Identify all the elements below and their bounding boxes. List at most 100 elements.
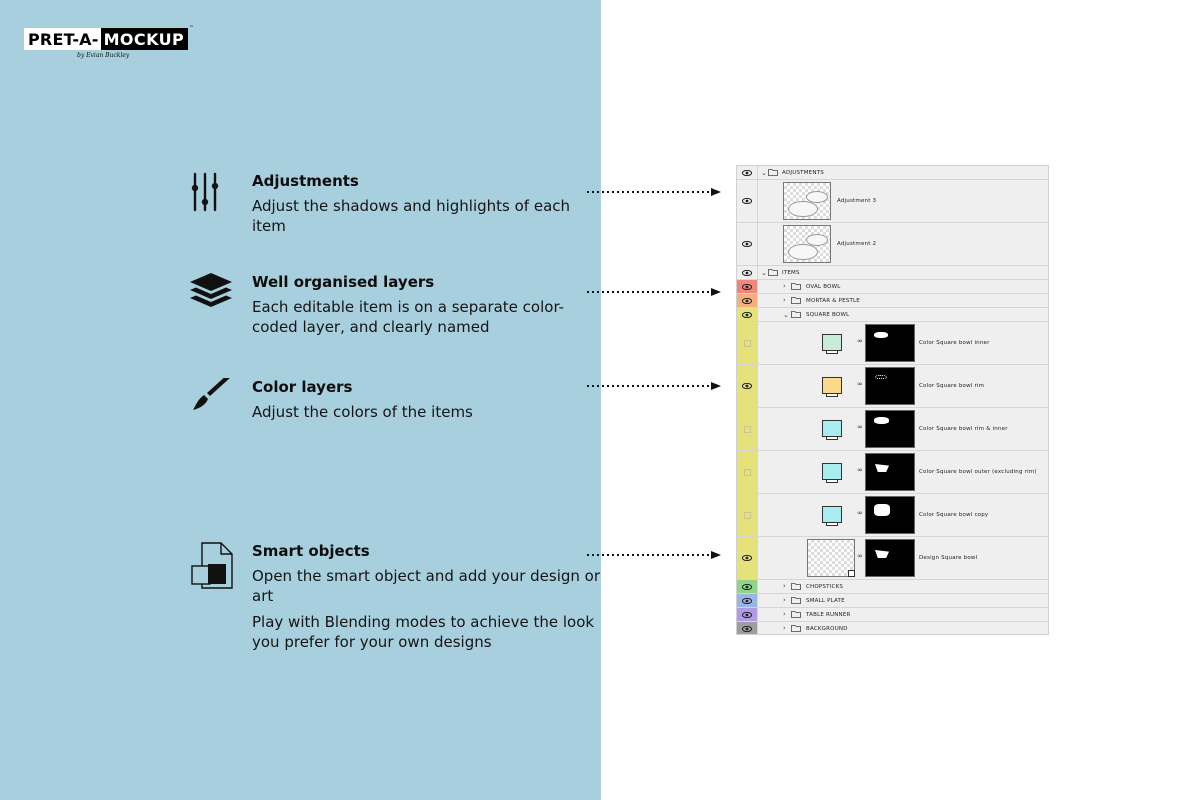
paintbrush-icon <box>190 374 234 422</box>
fill-swatch <box>822 377 842 397</box>
dotted-arrow-icon <box>587 382 721 390</box>
chevron-right-icon[interactable]: › <box>783 624 786 632</box>
smart-object-thumbnail <box>807 539 855 577</box>
folder-icon <box>791 597 801 604</box>
folder-icon <box>791 583 801 590</box>
eye-icon <box>742 283 752 290</box>
chevron-down-icon[interactable]: ⌄ <box>761 169 767 177</box>
eye-icon <box>742 297 752 304</box>
visibility-toggle[interactable] <box>737 180 758 222</box>
layer-thumbnail <box>783 225 831 263</box>
layer-name: Color Square bowl outer (excluding rim) <box>919 469 1037 475</box>
feature-description: Each editable item is on a separate colo… <box>252 298 565 336</box>
link-icon: ∞ <box>857 466 863 474</box>
mask-shape <box>875 464 889 472</box>
mask-shape <box>874 417 889 424</box>
layer-mask-thumbnail <box>865 453 915 491</box>
layer-group-items[interactable]: ⌄ ITEMS <box>737 266 1048 280</box>
eye-icon <box>742 611 752 618</box>
visibility-toggle[interactable] <box>737 494 758 536</box>
visibility-toggle[interactable] <box>737 294 758 307</box>
layers-panel: ⌄ ADJUSTMENTS Adjustment 3 Adjustment 2 … <box>736 165 1049 635</box>
visibility-toggle[interactable] <box>737 266 758 279</box>
layer-color-square-bowl-inner[interactable]: ∞ Color Square bowl inner <box>737 322 1048 365</box>
layer-group-table-runner[interactable]: › TABLE RUNNER <box>737 608 1048 622</box>
layer-group-mortar-pestle[interactable]: › MORTAR & PESTLE <box>737 294 1048 308</box>
visibility-toggle[interactable] <box>737 322 758 364</box>
layer-name: Color Square bowl rim & inner <box>919 426 1008 432</box>
brand-logo: PRET-A- MOCKUP ™ <box>24 25 194 50</box>
visibility-toggle[interactable] <box>737 451 758 493</box>
smart-object-icon <box>190 542 236 590</box>
layer-group-square-bowl[interactable]: ⌄ SQUARE BOWL <box>737 308 1048 322</box>
visibility-toggle[interactable] <box>737 166 758 179</box>
layer-color-square-bowl-copy[interactable]: ∞ Color Square bowl copy <box>737 494 1048 537</box>
layer-name: TABLE RUNNER <box>806 612 851 618</box>
layer-group-background[interactable]: › BACKGROUND <box>737 622 1048 634</box>
layer-group-oval-bowl[interactable]: › OVAL BOWL <box>737 280 1048 294</box>
feature-title: Smart objects <box>252 542 370 560</box>
feature-description: Open the smart object and add your desig… <box>252 567 601 605</box>
mask-shape <box>874 504 890 516</box>
layer-adjustment-3[interactable]: Adjustment 3 <box>737 180 1048 223</box>
layer-design-square-bowl[interactable]: ∞ Design Square bowl <box>737 537 1048 580</box>
layers-icon <box>190 273 234 317</box>
folder-icon <box>791 611 801 618</box>
layer-adjustment-2[interactable]: Adjustment 2 <box>737 223 1048 266</box>
layer-name: Design Square bowl <box>919 555 978 561</box>
layer-name: Adjustment 3 <box>837 198 877 204</box>
chevron-down-icon[interactable]: ⌄ <box>761 269 767 277</box>
eye-icon <box>742 597 752 604</box>
visibility-toggle[interactable] <box>737 594 758 607</box>
link-icon: ∞ <box>857 509 863 517</box>
hidden-box-icon <box>743 468 751 476</box>
fill-swatch <box>822 463 842 483</box>
layer-name: Color Square bowl rim <box>919 383 985 389</box>
sliders-icon <box>190 172 234 216</box>
folder-icon <box>768 169 778 176</box>
layer-thumbnail <box>783 182 831 220</box>
visibility-toggle[interactable] <box>737 580 758 593</box>
visibility-toggle[interactable] <box>737 223 758 265</box>
bowl-shape <box>806 234 828 246</box>
layer-group-adjustments[interactable]: ⌄ ADJUSTMENTS <box>737 166 1048 180</box>
layer-mask-thumbnail <box>865 539 915 577</box>
hidden-box-icon <box>743 511 751 519</box>
fill-swatch <box>822 334 842 354</box>
logo-text-mockup: MOCKUP <box>100 28 189 50</box>
fill-swatch <box>822 506 842 526</box>
visibility-toggle[interactable] <box>737 408 758 450</box>
feature-title: Color layers <box>252 378 353 396</box>
visibility-toggle[interactable] <box>737 365 758 407</box>
visibility-toggle[interactable] <box>737 308 758 321</box>
logo-trademark: ™ <box>189 25 195 31</box>
feature-title: Adjustments <box>252 172 359 190</box>
visibility-toggle[interactable] <box>737 622 758 634</box>
link-icon: ∞ <box>857 337 863 345</box>
chevron-right-icon[interactable]: › <box>783 282 786 290</box>
layer-group-small-plate[interactable]: › SMALL PLATE <box>737 594 1048 608</box>
chevron-right-icon[interactable]: › <box>783 596 786 604</box>
layer-name: ITEMS <box>782 270 800 276</box>
layer-group-chopsticks[interactable]: › CHOPSTICKS <box>737 580 1048 594</box>
bowl-shape <box>806 191 828 203</box>
chevron-right-icon[interactable]: › <box>783 582 786 590</box>
visibility-toggle[interactable] <box>737 280 758 293</box>
layer-name: Color Square bowl inner <box>919 340 990 346</box>
visibility-toggle[interactable] <box>737 608 758 621</box>
chevron-right-icon[interactable]: › <box>783 610 786 618</box>
bowl-shape <box>788 201 818 217</box>
dotted-arrow-icon <box>587 288 721 296</box>
smart-object-badge-icon <box>848 570 855 577</box>
feature-title: Well organised layers <box>252 273 435 291</box>
layer-color-square-bowl-outer[interactable]: ∞ Color Square bowl outer (excluding rim… <box>737 451 1048 494</box>
layer-name: SMALL PLATE <box>806 598 845 604</box>
chevron-right-icon[interactable]: › <box>783 296 786 304</box>
folder-icon <box>768 269 778 276</box>
layer-color-square-bowl-rim[interactable]: ∞ Color Square bowl rim <box>737 365 1048 408</box>
chevron-down-icon[interactable]: ⌄ <box>783 311 789 319</box>
layer-color-square-bowl-rim-inner[interactable]: ∞ Color Square bowl rim & inner <box>737 408 1048 451</box>
folder-icon <box>791 625 801 632</box>
visibility-toggle[interactable] <box>737 537 758 579</box>
feature-description: Adjust the shadows and highlights of eac… <box>252 197 571 235</box>
